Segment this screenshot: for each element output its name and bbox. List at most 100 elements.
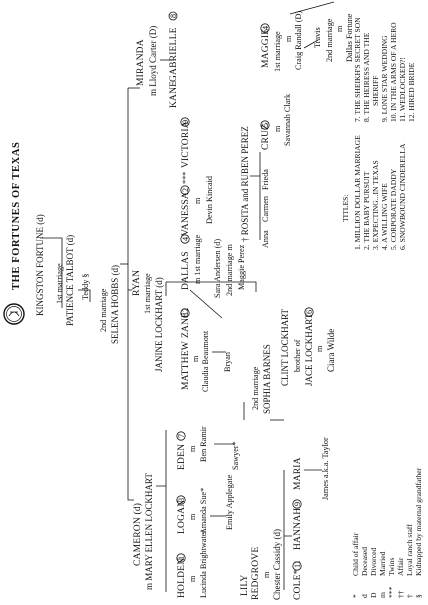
vanessa-book-number: 2 xyxy=(181,188,190,192)
legend-text: Married xyxy=(378,551,387,576)
jace-m: m xyxy=(315,345,324,352)
anna: Anna xyxy=(261,230,270,248)
title-item: 12. HIRED BRIDE xyxy=(407,62,416,122)
gabrielle-book-badge xyxy=(168,11,178,21)
holden-book-number: 1 xyxy=(177,556,186,560)
dallas-first-marriage: m 1st marriage xyxy=(193,235,202,284)
maggie-book-number: 4 xyxy=(261,26,270,30)
chester-cassidy: Chester Cassidy (d) xyxy=(272,529,282,600)
legend-symbol: †† xyxy=(396,590,405,598)
travis: Travis xyxy=(313,27,322,48)
dallas-diagonal xyxy=(189,289,223,319)
legend-symbol: d xyxy=(360,594,369,598)
victoria: VICTORIA xyxy=(181,121,191,168)
legend-text: Child of affair xyxy=(351,532,360,576)
cameron: CAMERON (d) xyxy=(132,503,143,566)
dallas-book-number: 4 xyxy=(181,237,190,241)
founder-name: KINGSTON FORTUNE (d) xyxy=(35,214,45,316)
sawyer: Sawyer* xyxy=(231,441,240,470)
miranda: MIRANDA xyxy=(136,39,146,86)
dallas-second-marriage: 2nd marriage m xyxy=(225,244,234,296)
james-taylor: James a.k.a. Taylor xyxy=(321,437,330,500)
ben-ramir: Ben Ramir xyxy=(199,426,208,462)
hannah: HANNAH xyxy=(293,508,303,550)
maggie-second-marriage: 2nd marriage xyxy=(325,18,334,62)
title-item: 4. A WILLING WIFE xyxy=(380,183,389,250)
title-item: 5. CORPORATE DADDY xyxy=(389,168,398,250)
vanessa-book-badge xyxy=(180,185,190,195)
holden: HOLDEN xyxy=(177,558,187,598)
legend-text: Kidnapped by maternal grandfather xyxy=(414,467,423,576)
logan-m: m xyxy=(188,513,197,520)
maria: MARIA xyxy=(293,457,303,490)
sophia-barnes: SOPHIA BARNES xyxy=(262,344,272,414)
vanessa: VANESSA xyxy=(181,192,191,236)
eden: EDEN xyxy=(177,444,187,470)
maggie-second-marriage-line xyxy=(289,1,335,15)
perez-children-line xyxy=(250,152,261,240)
clint-note: brother of xyxy=(293,339,302,372)
cruz-book-badge xyxy=(260,120,270,130)
devin-kincaid: Devin Kincaid xyxy=(205,176,214,224)
maggie: MAGGIE xyxy=(261,29,271,68)
holden-m: m xyxy=(188,575,197,582)
mary-ellen-lockhart: m MARY ELLEN LOCKHART xyxy=(144,473,154,590)
title-item: SHERIFF xyxy=(371,76,380,106)
title-item: 11. WEDLOCKED?! xyxy=(398,57,407,122)
maggie-m-second: m xyxy=(335,25,344,32)
lucinda-brightwater: Lucinda Brightwater xyxy=(199,530,208,598)
fortune-logo xyxy=(3,303,25,325)
craig-randall: Craig Randall (D) xyxy=(294,11,303,70)
bryan: Bryan xyxy=(223,352,232,372)
cruz-m: m xyxy=(273,125,282,132)
clint-lockhart: CLINT LOCKHART xyxy=(280,308,290,386)
eden-book-number: 7 xyxy=(177,434,186,438)
janine-lockhart: JANINE LOCKHART (d) xyxy=(154,277,164,372)
emily-applegate: Emily Applegate xyxy=(225,474,234,530)
redgrove: REDGROVE xyxy=(251,547,261,600)
cruz-book-number: 5 xyxy=(261,123,270,127)
holden-book-badge xyxy=(176,553,186,563)
kane: KANE xyxy=(169,81,179,108)
ciara-wilde: Ciara Wilde xyxy=(326,329,336,372)
maggie-book-badge xyxy=(260,23,270,33)
hannah-book-badge xyxy=(292,499,302,509)
jace-lockhart: JACE LOCKHART xyxy=(304,313,314,386)
titles-heading: TITLES: xyxy=(341,195,350,222)
first-marriage-label: 1st marriage xyxy=(55,263,64,304)
jace-book-number: 6 xyxy=(305,310,314,314)
title-item: 7. THE SHEIKH'S SECRET SON xyxy=(353,17,362,122)
title-item: 2. THE BABY PURSUIT xyxy=(362,171,371,250)
second-marriage-label: 2nd marriage xyxy=(99,288,108,332)
legend-text: Deceased xyxy=(360,547,369,576)
title-item: 8. THE HEIRESS AND THE xyxy=(362,32,371,122)
lily-m: m xyxy=(262,571,271,578)
logo-monogram-icon xyxy=(8,311,20,317)
dallas-book-badge xyxy=(180,234,190,244)
cruz: CRUZ xyxy=(261,124,271,150)
matthew-m: m xyxy=(191,355,200,362)
twins-mark: *** xyxy=(181,172,190,184)
legend-symbol: § xyxy=(414,594,423,598)
logo-inner-circle-icon xyxy=(6,306,22,322)
selena-hobbs: SELENA HOBBS (d) xyxy=(110,265,120,344)
maggie-perez: Maggie Perez xyxy=(237,244,246,290)
zane: ZANE xyxy=(181,312,191,338)
logan-book-number: 3 xyxy=(177,498,186,502)
maggie-m: m xyxy=(284,35,293,42)
title-item: 3. EXPECTING...IN TEXAS xyxy=(371,160,380,250)
ryan-first-marriage-label: 1st marriage xyxy=(143,273,152,314)
teddy-line xyxy=(78,289,91,302)
ryan: RYAN xyxy=(132,270,142,296)
perez-heading: † ROSITA and RUBEN PEREZ xyxy=(240,126,250,242)
dallas: DALLAS xyxy=(181,251,191,290)
lily-children-line xyxy=(283,470,292,590)
eden-book-badge xyxy=(176,431,186,441)
lily: LILY xyxy=(240,575,250,596)
logo-outer-circle-icon xyxy=(3,303,25,325)
sara-andersen: Sara Andersen (d) xyxy=(213,239,222,298)
legend-symbol: D xyxy=(369,592,378,598)
travis-line xyxy=(303,39,319,49)
legend-text: Twins xyxy=(387,558,396,576)
